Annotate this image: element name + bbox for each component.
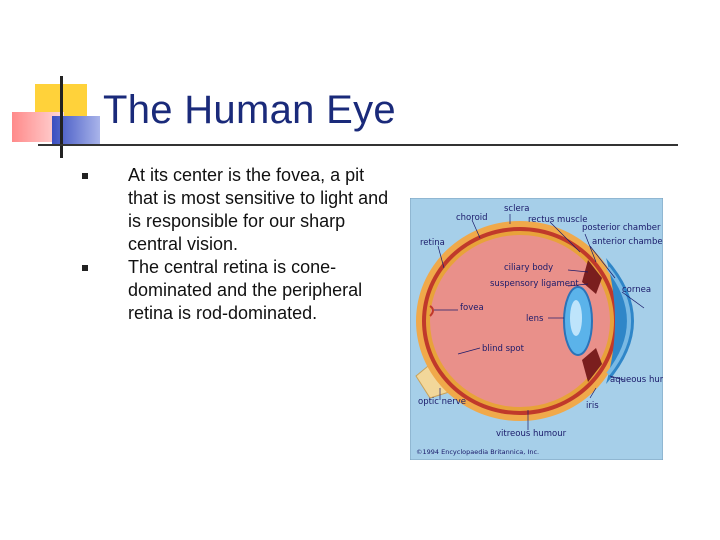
decor-vertical-line — [60, 76, 63, 158]
label-blind-spot: blind spot — [482, 344, 525, 354]
slide-title: The Human Eye — [103, 88, 396, 132]
iris-upper-shape — [582, 260, 602, 294]
bullet-text: At its center is the fovea, a pit that i… — [128, 165, 389, 254]
diagram-copyright: ©1994 Encyclopaedia Britannica, Inc. — [416, 448, 539, 456]
eye-anatomy-diagram: sclera choroid rectus muscle posterior c… — [410, 198, 663, 460]
title-underline — [38, 144, 678, 146]
lens-highlight — [570, 300, 582, 336]
iris-lower-shape — [582, 348, 602, 382]
label-sclera: sclera — [504, 204, 529, 214]
label-ciliary-body: ciliary body — [504, 263, 553, 273]
bullet-text: The central retina is cone-dominated and… — [128, 257, 363, 323]
bullet-list: At its center is the fovea, a pit that i… — [72, 164, 392, 325]
square-bullet-icon — [82, 265, 88, 271]
label-aqueous-humour-text: aqueous humour — [610, 375, 663, 385]
bullet-item: The central retina is cone-dominated and… — [72, 256, 392, 325]
vitreous-humour-shape — [430, 235, 610, 407]
cornea-shape — [606, 258, 634, 384]
label-suspensory-ligament: suspensory ligament — [490, 279, 579, 289]
label-cornea: cornea — [622, 285, 651, 295]
bullet-item: At its center is the fovea, a pit that i… — [72, 164, 392, 256]
label-aqueous-humour: aqueous humour — [610, 375, 663, 385]
anterior-chamber-shape — [606, 266, 631, 376]
fovea-mark — [429, 305, 434, 317]
label-lens: lens — [526, 314, 544, 324]
label-optic-nerve: optic nerve — [418, 397, 466, 407]
label-fovea: fovea — [460, 303, 484, 313]
label-posterior-chamber: posterior chamber — [582, 223, 661, 233]
label-retina: retina — [420, 238, 445, 248]
label-choroid: choroid — [456, 213, 488, 223]
label-vitreous-humour: vitreous humour — [496, 429, 567, 439]
label-rectus-muscle: rectus muscle — [528, 215, 587, 225]
label-anterior-chamber: anterior chamber — [592, 237, 663, 247]
square-bullet-icon — [82, 173, 88, 179]
label-iris: iris — [586, 401, 599, 411]
